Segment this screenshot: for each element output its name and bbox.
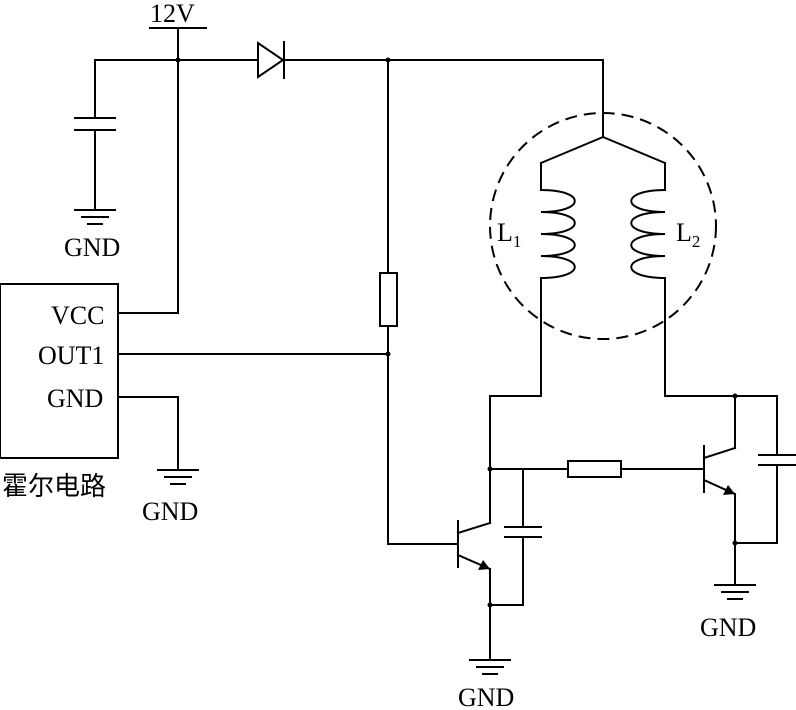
out1-pin-label: OUT1: [38, 341, 104, 370]
gnd-label-cap: GND: [64, 233, 120, 262]
diode: [257, 41, 285, 79]
motor-coils: L1 L2: [489, 112, 717, 340]
top-wire: [94, 59, 604, 138]
hall-ic: VCC OUT1 GND 霍尔电路: [0, 283, 119, 502]
junction-dots: [175, 57, 738, 608]
ground-symbol-q2: GND: [700, 584, 756, 642]
motor-enclosure: [489, 112, 717, 340]
hall-chip-label: 霍尔电路: [2, 472, 106, 502]
transistor-q1: [456, 520, 492, 571]
coil-l2: [630, 189, 666, 279]
coil-l1-label: L1: [497, 218, 521, 251]
vcc-pin-label: VCC: [51, 301, 104, 330]
gnd-pin-label: GND: [47, 384, 103, 413]
supply-12v: 12V: [149, 0, 207, 314]
gnd-label-q1: GND: [458, 683, 514, 710]
capacitor-q2: [734, 395, 796, 586]
transistor-q2: [702, 445, 737, 496]
coil-wiring: [489, 291, 778, 524]
hall-pin-wires: [117, 312, 389, 471]
coil-l2-label: L2: [676, 218, 700, 251]
ground-symbol-hall: GND: [142, 469, 199, 526]
ground-symbol-cap: GND: [64, 209, 120, 262]
gnd-label-hall: GND: [142, 497, 198, 526]
pullup-resistor: [379, 59, 459, 545]
filter-capacitor: [74, 59, 116, 211]
gnd-label-q2: GND: [700, 613, 756, 642]
coil-l1: [540, 189, 576, 279]
supply-label: 12V: [150, 0, 195, 28]
capacitor-q1: [489, 468, 542, 661]
ground-symbol-q1: GND: [458, 659, 514, 710]
